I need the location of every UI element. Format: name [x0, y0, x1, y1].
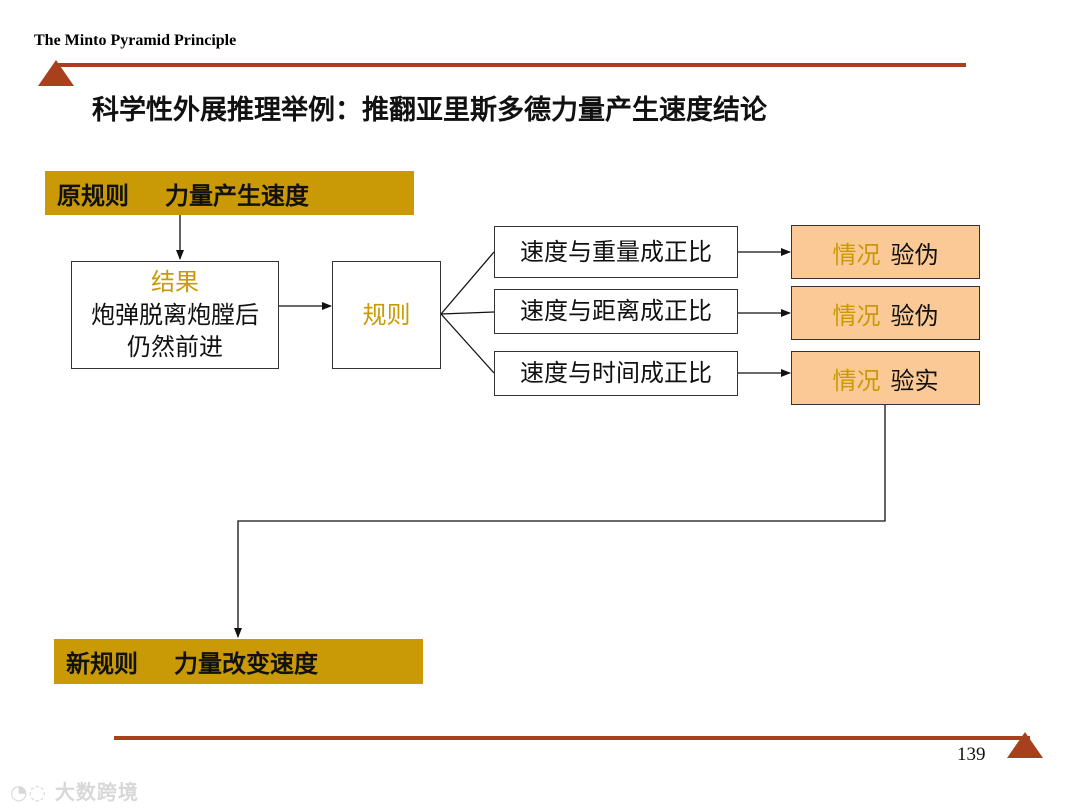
outcome-result-3: 验实	[890, 366, 939, 395]
new-rule-text: 力量改变速度	[174, 650, 318, 678]
branch-line-2	[440, 311, 495, 315]
new-rule-label: 新规则	[66, 650, 138, 678]
outcome-box-1: 情况 验伪	[791, 225, 980, 279]
watermark-text: 大数跨境	[54, 780, 139, 804]
watermark-logo: ◔◌ 大数跨境	[10, 776, 139, 805]
outcome-box-3: 情况 验实	[791, 351, 980, 405]
result-line-1: 炮弹脱离炮膛后	[91, 300, 259, 329]
outcome-prefix-1: 情况	[832, 240, 881, 269]
outcome-box-2: 情况 验伪	[791, 286, 980, 340]
rule-label: 规则	[362, 300, 411, 329]
original-rule-label: 原规则	[57, 181, 129, 210]
slide-title: 科学性外展推理举例：推翻亚里斯多德力量产生速度结论	[92, 95, 767, 126]
outcome-prefix-3: 情况	[832, 366, 881, 395]
branch-line-1	[440, 251, 495, 315]
hypothesis-text-3: 速度与时间成正比	[520, 359, 712, 388]
hypothesis-text-2: 速度与距离成正比	[520, 297, 712, 326]
presentation-brand: The Minto Pyramid Principle	[34, 32, 237, 49]
outcome-result-2: 验伪	[890, 301, 939, 330]
rule-box: 规则	[332, 261, 441, 369]
outcome-prefix-2: 情况	[832, 301, 881, 330]
page-number: 139	[957, 744, 986, 765]
hypothesis-box-3: 速度与时间成正比	[494, 351, 738, 396]
branch-line-3	[440, 313, 495, 374]
watermark-icon: ◔◌	[10, 780, 47, 804]
outcome-result-1: 验伪	[890, 240, 939, 269]
result-label: 结果	[151, 268, 199, 297]
hypothesis-box-1: 速度与重量成正比	[494, 226, 738, 278]
result-line-2: 仍然前进	[127, 333, 223, 362]
hypothesis-box-2: 速度与距离成正比	[494, 289, 738, 334]
bottom-triangle-marker	[1007, 732, 1043, 758]
hypothesis-text-1: 速度与重量成正比	[520, 237, 712, 266]
arrow-to-new-rule	[234, 405, 886, 638]
result-box: 结果 炮弹脱离炮膛后 仍然前进	[71, 261, 279, 369]
original-rule-text: 力量产生速度	[165, 181, 309, 210]
new-rule-bar: 新规则 力量改变速度	[54, 639, 423, 684]
bottom-divider-rule	[114, 736, 1030, 740]
top-divider-rule	[56, 63, 966, 67]
original-rule-bar: 原规则 力量产生速度	[45, 171, 414, 215]
